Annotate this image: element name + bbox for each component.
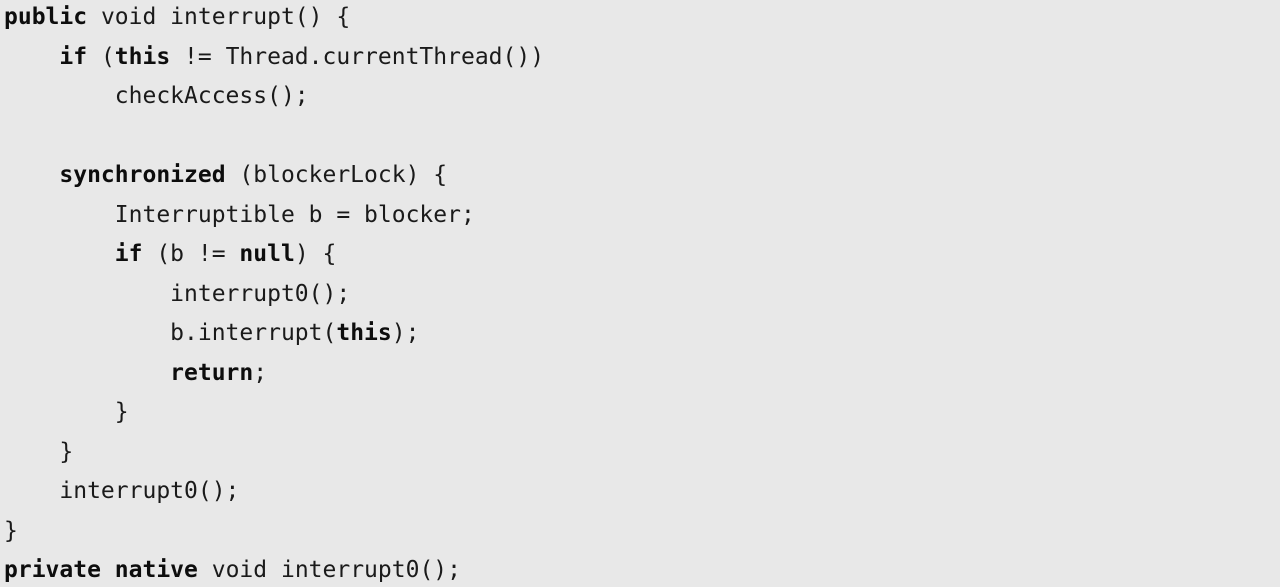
code-line: synchronized (blockerLock) { [4, 158, 447, 192]
code-line: interrupt0(); [4, 277, 350, 311]
code-line: interrupt0(); [4, 474, 239, 508]
code-line: } [4, 435, 73, 469]
code-text: void interrupt0(); [197, 557, 461, 583]
code-text: ) { [294, 241, 337, 267]
code-keyword: public [4, 4, 88, 30]
code-keyword: this [336, 320, 392, 346]
code-text: ; [253, 359, 268, 386]
code-text: } [59, 438, 74, 465]
code-line: if (b != null) { [4, 237, 337, 271]
code-indent [4, 360, 170, 386]
code-text: (b != [142, 241, 240, 267]
code-keyword: if [114, 241, 143, 267]
code-keyword: return [170, 359, 254, 386]
code-line: if (this != Thread.currentThread()) [4, 40, 544, 74]
code-indent [4, 281, 170, 307]
code-indent [4, 399, 115, 425]
code-text: ( [87, 43, 115, 70]
code-line: private native void interrupt0(); [4, 553, 461, 587]
code-text: checkAccess(); [114, 83, 309, 109]
code-indent [4, 83, 115, 109]
code-keyword: native [114, 557, 198, 583]
code-text: ); [391, 320, 420, 346]
code-line: b.interrupt(this); [4, 316, 419, 350]
code-text: } [114, 399, 129, 425]
code-keyword: synchronized [59, 162, 226, 188]
code-line: Interruptible b = blocker; [4, 198, 475, 232]
code-text [101, 557, 115, 583]
code-indent [4, 44, 59, 70]
code-indent [4, 439, 59, 465]
code-keyword: private [4, 557, 101, 583]
code-keyword: if [59, 43, 88, 70]
code-text: interrupt0(); [170, 280, 351, 307]
code-text: (blockerLock) { [225, 162, 448, 188]
code-text: interrupt0(); [59, 478, 240, 504]
code-text: b.interrupt( [170, 320, 337, 346]
code-text: void interrupt() { [87, 4, 351, 30]
code-keyword: this [114, 43, 171, 70]
code-indent [4, 478, 59, 504]
code-keyword: null [239, 241, 295, 267]
code-line: return; [4, 356, 267, 390]
code-line: } [4, 395, 129, 429]
code-indent [4, 162, 59, 188]
code-text: != Thread.currentThread()) [170, 43, 545, 70]
code-text: } [4, 517, 18, 544]
code-indent [4, 241, 115, 267]
code-line: } [4, 514, 18, 548]
code-line: checkAccess(); [4, 79, 309, 113]
code-indent [4, 202, 115, 228]
code-text: Interruptible b = blocker; [114, 201, 475, 228]
code-line: public void interrupt() { [4, 0, 350, 34]
code-indent [4, 320, 170, 346]
